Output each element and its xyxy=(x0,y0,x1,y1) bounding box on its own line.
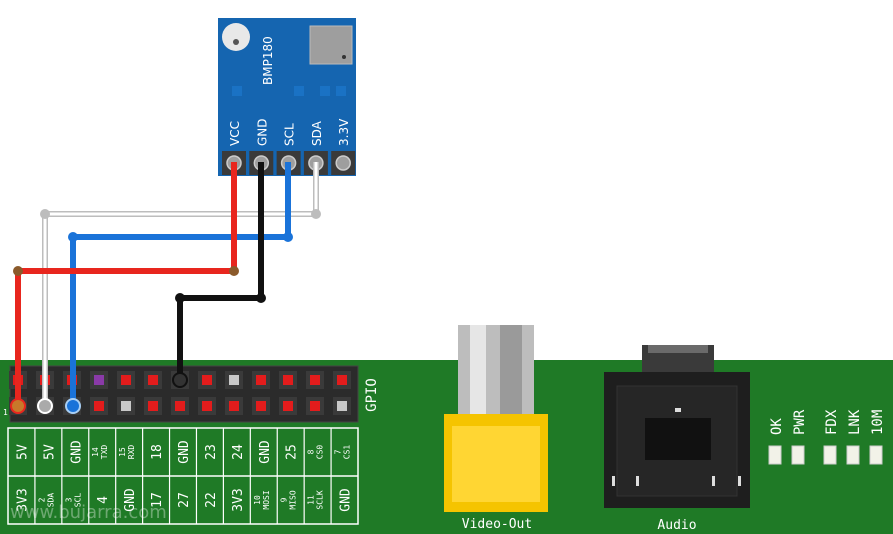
audio-label: Audio xyxy=(657,518,696,533)
gpio-label-text: TXD xyxy=(100,445,109,460)
gpio-label-text: MISO xyxy=(289,490,298,509)
led-label: PWR xyxy=(792,409,808,435)
led-indicator xyxy=(823,445,837,465)
gpio-label-text: 17 xyxy=(150,492,165,508)
gpio-label-text: 18 xyxy=(150,444,165,460)
gpio-label-text: RXD xyxy=(127,445,136,460)
wire-vcc xyxy=(15,162,237,406)
wire-endpoints xyxy=(10,372,188,414)
gpio-pin xyxy=(117,397,135,415)
gpio-label-number: 3 xyxy=(64,497,73,502)
gpio-header-label: GPIO xyxy=(364,378,380,412)
gpio-pin xyxy=(306,371,324,389)
gpio-pin xyxy=(279,371,297,389)
gpio-pin xyxy=(90,397,108,415)
sensor-pin-label: VCC xyxy=(228,121,242,146)
gpio-label-text: 4 xyxy=(96,496,111,504)
led-label: FDX xyxy=(824,409,840,435)
pin1-marker: 1 xyxy=(3,408,8,417)
sensor-pin-label: 3.3V xyxy=(337,118,351,146)
gpio-label-number: 11 xyxy=(307,495,316,505)
gpio-label-text: 27 xyxy=(177,492,192,508)
gpio-label-text: 22 xyxy=(204,492,219,508)
gpio-label-number: 15 xyxy=(118,447,127,457)
video-out-jack: Video-Out xyxy=(444,325,548,532)
gpio-label-text: 25 xyxy=(285,444,300,460)
gpio-label-text: GND xyxy=(258,440,273,464)
gpio-label-text: SCL xyxy=(73,493,82,508)
gpio-pin xyxy=(225,371,243,389)
gpio-label-text: CS1 xyxy=(343,445,352,460)
sensor-pin-label: GND xyxy=(255,118,269,146)
sensor-pin xyxy=(331,151,356,175)
gpio-pin xyxy=(198,371,216,389)
gpio-label-text: GND xyxy=(177,440,192,464)
led-label: OK xyxy=(769,418,785,435)
gpio-label-text: MOSI xyxy=(262,490,271,509)
led-indicator xyxy=(846,445,860,465)
wire-gnd xyxy=(177,162,264,380)
gpio-label-number: 10 xyxy=(253,495,262,505)
gpio-label-text: GND xyxy=(69,440,84,464)
gpio-pin xyxy=(144,371,162,389)
gpio-label-text: SCLK xyxy=(316,490,325,509)
sensor-pin-label: SDA xyxy=(310,120,324,146)
gpio-label-number: 7 xyxy=(334,449,343,454)
gpio-label-text: GND xyxy=(123,488,138,512)
gpio-label-text: 3V3 xyxy=(231,488,246,511)
gpio-pin xyxy=(225,397,243,415)
status-leds: OK PWR FDX LNK 10M xyxy=(768,409,886,465)
led-indicator xyxy=(869,445,883,465)
audio-jack: Audio xyxy=(604,345,750,533)
bmp180-sensor: BMP180 VCC GND SCL SDA 3.3V xyxy=(218,18,356,176)
gpio-label-number: 9 xyxy=(280,497,289,502)
gpio-pin xyxy=(306,397,324,415)
gpio-label-text: 24 xyxy=(231,444,246,460)
gpio-label-text: SDA xyxy=(46,493,55,508)
gpio-pin xyxy=(252,371,270,389)
gpio-label-number: 2 xyxy=(37,497,46,502)
led-indicator xyxy=(791,445,805,465)
video-out-label: Video-Out xyxy=(462,517,532,532)
wires xyxy=(13,162,321,406)
sensor-pin-label: SCL xyxy=(283,123,297,146)
wire-scl xyxy=(70,162,291,406)
gpio-label-text: GND xyxy=(339,488,354,512)
gpio-label-number: 14 xyxy=(91,447,100,457)
wire-sda-inner xyxy=(43,162,318,406)
gpio-header: 1 GPIO xyxy=(3,365,380,423)
gpio-label-text: 5V xyxy=(15,444,30,460)
led-label: LNK xyxy=(847,409,863,435)
gpio-label-text: 23 xyxy=(204,444,219,460)
gpio-pin xyxy=(144,397,162,415)
gpio-pin xyxy=(252,397,270,415)
gpio-label-text: 5V xyxy=(42,444,57,460)
gpio-pin xyxy=(117,371,135,389)
led-label: 10M xyxy=(870,410,886,435)
gpio-pin xyxy=(279,397,297,415)
watermark: www.bujarra.com xyxy=(10,502,167,523)
sensor-name: BMP180 xyxy=(261,36,275,85)
gpio-pin xyxy=(171,397,189,415)
gpio-label-number: 8 xyxy=(307,449,316,454)
gpio-label-text: CS0 xyxy=(316,445,325,460)
gpio-label-text: 3V3 xyxy=(15,488,30,511)
gpio-pin xyxy=(333,397,351,415)
led-indicator xyxy=(768,445,782,465)
gpio-pin xyxy=(90,371,108,389)
gpio-pin xyxy=(333,371,351,389)
gpio-pin xyxy=(198,397,216,415)
